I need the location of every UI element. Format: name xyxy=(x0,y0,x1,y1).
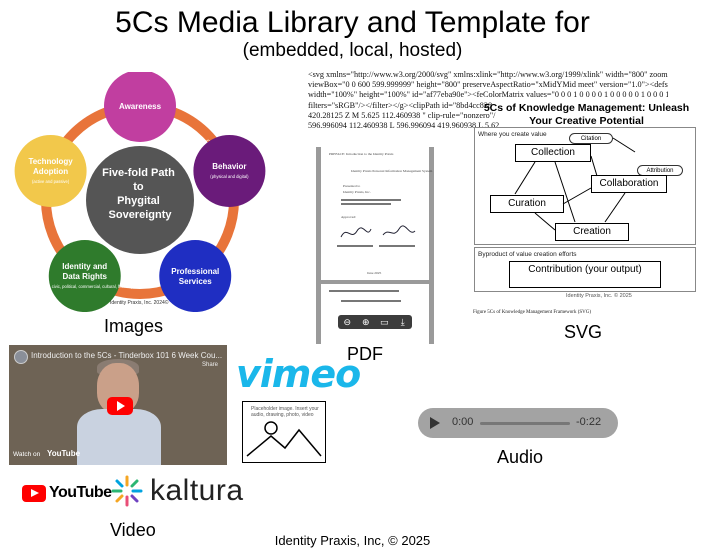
km-figure-caption: Figure 5Cs of Knowledge Management Frame… xyxy=(473,310,592,315)
pdf-line xyxy=(341,300,401,302)
path-node-label: Awareness xyxy=(119,102,162,111)
km-credit: Identity Praxis, Inc. © 2025 xyxy=(566,293,632,299)
km-node-collaboration: Collaboration xyxy=(591,175,667,193)
page-icon[interactable]: ▭ xyxy=(379,317,389,327)
path-node-label: Technology xyxy=(28,157,73,166)
km-node-collection: Collection xyxy=(515,144,591,162)
image-credit: Identity Praxis, Inc. 2024© xyxy=(110,299,169,306)
center-circle xyxy=(86,146,194,254)
center-label: Five-fold Path to Phygital Sovereignty xyxy=(102,167,178,221)
svg-code-line: filters="sRGB"/></filter></g><clipPath i… xyxy=(308,100,493,110)
pdf-viewer[interactable]: PREFACE: Introduction to the Identity Pr… xyxy=(316,147,434,344)
video-embed[interactable]: Introduction to the 5Cs - Tinderbox 101 … xyxy=(9,345,227,465)
pdf-toolbar: ⊖ ⊕ ▭ ⤓ xyxy=(338,315,412,329)
km-arrows xyxy=(514,137,636,231)
pdf-line xyxy=(379,245,415,247)
path-node-label: Identity and xyxy=(62,262,107,271)
caption-audio: Audio xyxy=(497,447,544,467)
audio-player[interactable]: 0:00 -0:22 xyxy=(418,408,618,438)
pdf-page xyxy=(321,284,429,344)
km-diagram-title: 5Cs of Knowledge Management: Unleash You… xyxy=(483,102,690,127)
svg-code-line: 596.996094 112.460938 L 596.996094 419.9… xyxy=(308,121,500,128)
video-title[interactable]: Introduction to the 5Cs - Tinderbox 101 … xyxy=(31,351,223,360)
svg-code-line: <svg xmlns="http://www.w3.org/2000/svg" … xyxy=(308,70,668,79)
pdf-text: Approved: xyxy=(341,215,356,219)
caption-video: Video xyxy=(110,520,156,540)
kaltura-logo: kaltura xyxy=(110,474,244,508)
km-node-creation: Creation xyxy=(555,223,629,241)
km-citation-pill: Citation xyxy=(569,133,613,144)
footer-copyright: Identity Praxis, Inc, © 2025 xyxy=(274,533,431,548)
video-person xyxy=(77,409,161,465)
path-node-circle xyxy=(193,134,266,207)
pdf-line xyxy=(341,199,401,201)
path-node-label: Professional xyxy=(171,267,219,276)
path-node-sublabel: (active and passive) xyxy=(32,179,70,184)
km-byproduct-label: Byproduct of value creation efforts xyxy=(478,251,577,258)
youtube-icon xyxy=(22,484,46,502)
pdf-line xyxy=(337,245,373,247)
path-node-label: Adoption xyxy=(33,167,68,176)
km-byproduct-box: Byproduct of value creation efforts Cont… xyxy=(474,247,696,292)
kaltura-wordmark: kaltura xyxy=(150,474,244,507)
path-node-label: Services xyxy=(179,277,212,286)
five-fold-path-image[interactable]: Community Continuum Five-fold Path to Ph… xyxy=(0,72,280,312)
path-node-sublabel: (physical and digital) xyxy=(210,174,249,179)
path-node-circle xyxy=(104,72,176,142)
km-node-contribution: Contribution (your output) xyxy=(509,261,661,288)
download-icon[interactable]: ⤓ xyxy=(400,317,405,327)
play-icon[interactable] xyxy=(107,397,133,415)
pdf-text: Identity Praxis, Inc. xyxy=(343,190,371,194)
km-where-label: Where you create value xyxy=(478,131,547,138)
signature-image xyxy=(340,225,416,238)
play-icon[interactable] xyxy=(430,417,440,429)
path-node-circle xyxy=(14,134,87,207)
svg-code-line: viewBox="0 0 600 599.999999" height="800… xyxy=(308,80,668,90)
watch-on-label: Watch on xyxy=(13,451,41,458)
page-subtitle: (embedded, local, hosted) xyxy=(242,40,463,61)
audio-remaining-time: -0:22 xyxy=(576,416,602,428)
mountain-icon xyxy=(246,421,322,457)
pdf-text: PREFACE: Introduction to the Identity Pr… xyxy=(329,152,394,156)
zoom-in-icon[interactable]: ⊕ xyxy=(361,317,370,327)
audio-progress-slider[interactable] xyxy=(480,422,570,425)
svg-code-line: 420.28125 Z M 5.625 112.460938 " clip-ru… xyxy=(308,110,496,120)
path-node-label: Behavior xyxy=(212,162,246,171)
path-node-circle xyxy=(48,240,121,312)
watch-on-youtube-link[interactable]: YouTube xyxy=(47,449,81,458)
pdf-page: PREFACE: Introduction to the Identity Pr… xyxy=(321,147,433,280)
pdf-text: Identity Praxis Personal Information Man… xyxy=(351,169,433,173)
svg-code-line: width="100%" height="100%" id="af77eba90… xyxy=(308,90,668,100)
audio-current-time: 0:00 xyxy=(452,416,474,428)
placeholder-image[interactable]: Placeholder image. Insert your audio, dr… xyxy=(242,401,326,463)
share-button[interactable]: Share xyxy=(201,362,218,368)
svg-code-snippet: <svg xmlns="http://www.w3.org/2000/svg" … xyxy=(308,70,668,128)
pdf-line xyxy=(329,290,399,292)
channel-avatar[interactable] xyxy=(14,350,28,364)
youtube-wordmark: YouTube xyxy=(49,484,112,501)
pdf-text: June 2025 xyxy=(367,271,382,275)
zoom-out-icon[interactable]: ⊖ xyxy=(343,317,352,327)
placeholder-text: Placeholder image. Insert your audio, dr… xyxy=(251,406,319,418)
caption-svg: SVG xyxy=(564,322,603,342)
path-node-sublabel: (social, civic, political, commercial, c… xyxy=(37,284,133,289)
caption-pdf: PDF xyxy=(347,344,383,364)
km-value-box: Where you create value Citation Attribut… xyxy=(474,127,696,245)
path-node-label: Data Rights xyxy=(63,272,108,281)
path-node-circle xyxy=(159,240,232,312)
youtube-logo: YouTube xyxy=(22,484,112,502)
kaltura-icon xyxy=(111,475,143,507)
vimeo-logo: vimeo xyxy=(236,352,361,396)
page-title: 5Cs Media Library and Template for xyxy=(115,6,590,39)
caption-images: Images xyxy=(104,316,164,336)
pdf-text: Presented to xyxy=(343,184,361,188)
pdf-line xyxy=(341,203,391,205)
